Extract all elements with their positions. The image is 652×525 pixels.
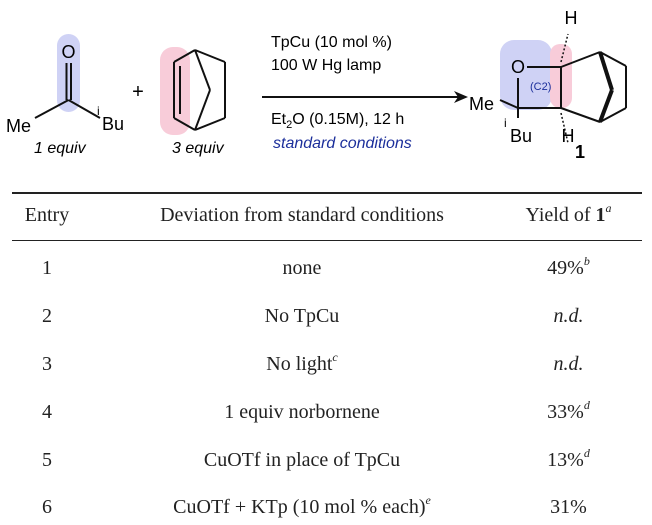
conditions-lamp: 100 W Hg lamp bbox=[271, 57, 381, 74]
table-row-6-entry: 6 bbox=[42, 496, 52, 518]
product-number: 1 bbox=[575, 142, 585, 162]
ketone-ibu-sup: i bbox=[97, 104, 100, 118]
table-row-1-entry: 1 bbox=[42, 257, 52, 279]
conditions-catalyst: TpCu (10 mol %) bbox=[271, 34, 392, 51]
product-me-label: Me bbox=[469, 94, 494, 114]
conditions-solvent: Et2O (0.15M), 12 h bbox=[271, 111, 404, 131]
table-row-5-deviation: CuOTf in place of TpCu bbox=[203, 449, 401, 471]
ketone-ibu-label: Bu bbox=[102, 114, 124, 134]
reactant-norbornene: 3 equiv bbox=[160, 47, 226, 157]
product-h-top: H bbox=[565, 8, 578, 28]
ketone-o-label: O bbox=[61, 42, 75, 62]
product-h-bottom: H bbox=[562, 126, 575, 146]
header-yield: Yield of 1a bbox=[525, 201, 612, 226]
table-row-4-deviation: 1 equiv norbornene bbox=[224, 401, 380, 423]
reaction-conditions: TpCu (10 mol %) 100 W Hg lamp Et2O (0.15… bbox=[262, 34, 468, 152]
table-row-2-deviation: No TpCu bbox=[264, 305, 340, 327]
product-o-label: O bbox=[511, 57, 525, 77]
header-deviation: Deviation from standard conditions bbox=[160, 204, 444, 226]
product-o-highlight bbox=[500, 40, 552, 110]
product-ibu-sup: i bbox=[504, 116, 507, 130]
table-row-3-yield: n.d. bbox=[553, 353, 584, 375]
product-c2-label: (C2) bbox=[530, 81, 551, 93]
carbonyl-highlight bbox=[57, 34, 80, 112]
table-row-2-entry: 2 bbox=[42, 305, 52, 327]
table-header-rule bbox=[12, 240, 642, 241]
ketone-me-label: Me bbox=[6, 116, 31, 136]
table-row-1-deviation: none bbox=[282, 257, 322, 279]
header-entry: Entry bbox=[24, 204, 70, 226]
table-row-5-entry: 5 bbox=[42, 449, 52, 471]
product-oxetane: H O (C2) Me i Bu H 1 bbox=[469, 8, 627, 162]
table-row-1-yield: 49%b bbox=[547, 254, 590, 279]
table-row-4-yield: 33%d bbox=[547, 398, 590, 423]
table-row-4-entry: 4 bbox=[42, 401, 52, 423]
table-row-2-yield: n.d. bbox=[553, 305, 584, 327]
alkene-equiv: 3 equiv bbox=[172, 140, 225, 157]
table-row-5-yield: 13%d bbox=[547, 446, 590, 471]
reactant-ketone: O Me i Bu 1 equiv bbox=[6, 34, 124, 157]
product-ibu-label: Bu bbox=[510, 126, 532, 146]
plus-sign: + bbox=[132, 81, 144, 103]
table-top-rule bbox=[12, 192, 642, 194]
reaction-scheme: O Me i Bu 1 equiv + 3 equiv TpCu (10 mol… bbox=[6, 8, 627, 162]
table-row-6-deviation: CuOTf + KTp (10 mol % each)e bbox=[173, 493, 431, 518]
conditions-standard: standard conditions bbox=[273, 135, 412, 152]
arrow-head bbox=[454, 91, 468, 103]
table-row-3-deviation: No lightc bbox=[266, 350, 338, 375]
ketone-equiv: 1 equiv bbox=[34, 140, 87, 157]
table-row-3-entry: 3 bbox=[42, 353, 52, 375]
table-row-6-yield: 31% bbox=[550, 496, 587, 518]
